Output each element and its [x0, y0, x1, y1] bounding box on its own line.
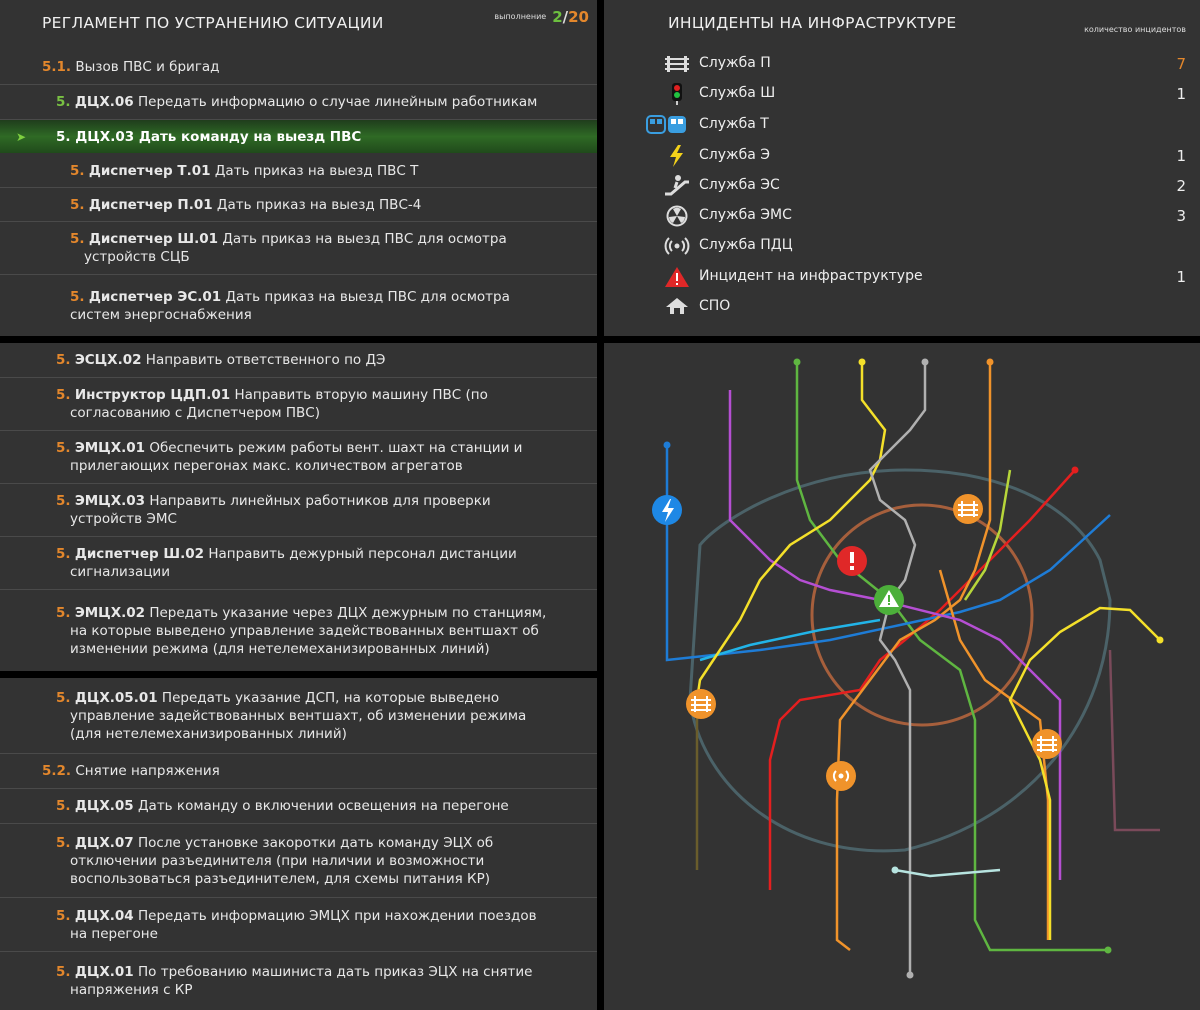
- step-row-active[interactable]: ➤ 5. ДЦХ.03 Дать команду на выезд ПВС: [0, 120, 597, 153]
- step-row[interactable]: 5. ДЦХ.05.01 Передать указание ДСП, на к…: [0, 678, 597, 754]
- line-maroon: [1108, 649, 1160, 832]
- line-yellow-2: [1008, 606, 1161, 940]
- regulation-title: РЕГЛАМЕНТ ПО УСТРАНЕНИЮ СИТУАЦИИ: [42, 14, 384, 32]
- marker-rail-track-3[interactable]: [1032, 729, 1062, 759]
- step-row[interactable]: 5. ЭМЦХ.01 Обеспечить режим работы вент.…: [0, 431, 597, 484]
- mcc-ring: [688, 468, 1112, 853]
- station-dot: [986, 358, 994, 366]
- step-row[interactable]: 5. Диспетчер Ш.02 Направить дежурный пер…: [0, 537, 597, 590]
- regulation-panel-bottom: 5. ДЦХ.05.01 Передать указание ДСП, на к…: [0, 678, 597, 1010]
- service-row-es[interactable]: Служба ЭС 2: [604, 171, 1200, 201]
- fan-icon: [664, 205, 690, 227]
- progress-done: 2: [552, 8, 563, 26]
- warning-icon: [664, 266, 690, 288]
- step-row[interactable]: 5. ЭМЦХ.02 Передать указание через ДЦХ д…: [56, 604, 547, 657]
- regulation-panel-top: РЕГЛАМЕНТ ПО УСТРАНЕНИЮ СИТУАЦИИ выполне…: [0, 0, 597, 336]
- step-row[interactable]: 5.2. Снятие напряжения: [0, 754, 597, 789]
- lightning-icon: [664, 145, 690, 167]
- step-row[interactable]: 5. ДЦХ.06 Передать информацию о случае л…: [0, 85, 597, 120]
- line-yellow: [695, 362, 887, 701]
- line-green: [795, 362, 1108, 952]
- station-dot: [921, 358, 929, 366]
- line-blue: [665, 445, 1111, 662]
- incidents-count-header: количество инцидентов: [1084, 25, 1186, 34]
- step-row[interactable]: 5. Диспетчер ЭС.01 Дать приказ на выезд …: [70, 288, 510, 323]
- step-row[interactable]: 5. ЭСЦХ.02 Направить ответственного по Д…: [0, 343, 597, 378]
- station-dot: [1071, 466, 1079, 474]
- step-row[interactable]: 5. Диспетчер Т.01 Дать приказ на выезд П…: [0, 154, 597, 188]
- step-row[interactable]: 5. ДЦХ.04 Передать информацию ЭМЦХ при н…: [0, 898, 597, 952]
- marker-rail-track[interactable]: [953, 494, 983, 524]
- step-row[interactable]: 5. ДЦХ.05 Дать команду о включении освещ…: [0, 789, 597, 824]
- service-row-pdc[interactable]: Служба ПДЦ: [604, 231, 1200, 261]
- station-dot: [906, 971, 914, 979]
- step-row[interactable]: 5. Диспетчер П.01 Дать приказ на выезд П…: [0, 188, 597, 222]
- progress-label: выполнение: [494, 12, 547, 21]
- incidents-title: ИНЦИДЕНТЫ НА ИНФРАСТРУКТУРЕ: [668, 14, 957, 32]
- metro-map-svg[interactable]: [604, 343, 1200, 1010]
- regulation-panel-middle: 5. ЭСЦХ.02 Направить ответственного по Д…: [0, 343, 597, 671]
- marker-warning-green[interactable]: [874, 585, 904, 615]
- progress-total: 20: [568, 8, 589, 26]
- radio-icon: [664, 235, 690, 257]
- progress-counter: выполнение 2/20: [494, 8, 589, 26]
- station-dot: [891, 866, 899, 874]
- station-dot: [793, 358, 801, 366]
- incidents-panel: ИНЦИДЕНТЫ НА ИНФРАСТРУКТУРЕ количество и…: [604, 0, 1200, 336]
- line-lightblue: [699, 618, 881, 662]
- current-step-arrow-icon: ➤: [16, 129, 27, 144]
- step-row[interactable]: 5. ЭМЦХ.03 Направить линейных работников…: [0, 484, 597, 537]
- service-row-infra-incident[interactable]: Инцидент на инфраструктуре 1: [604, 262, 1200, 292]
- step-row[interactable]: 5. ДЦХ.01 По требованию машиниста дать п…: [56, 964, 533, 998]
- line-orange: [835, 362, 992, 951]
- service-row-t[interactable]: Служба Т: [604, 110, 1200, 140]
- line-butovo: [894, 868, 1001, 878]
- marker-lightning[interactable]: [652, 495, 682, 525]
- train-icon: [646, 114, 690, 136]
- service-row-sh[interactable]: Служба Ш 1: [604, 79, 1200, 109]
- progress-separator: /: [562, 8, 569, 26]
- line-orange-2: [938, 569, 1050, 940]
- line-red: [768, 469, 1076, 890]
- line-lightgreen: [963, 469, 1012, 601]
- escalator-icon: [664, 175, 690, 197]
- circle-line: [810, 503, 1034, 727]
- service-row-p[interactable]: Служба П 7: [604, 49, 1200, 79]
- step-row[interactable]: 5.1. Вызов ПВС и бригад: [0, 50, 597, 85]
- station-dot: [858, 358, 866, 366]
- traffic-light-icon: [664, 83, 690, 105]
- home-icon: [664, 296, 690, 318]
- station-dot: [1156, 636, 1164, 644]
- line-grey: [868, 362, 927, 975]
- step-row[interactable]: 5. Диспетчер Ш.01 Дать приказ на выезд П…: [0, 222, 597, 275]
- step-row[interactable]: 5. Инструктор ЦДП.01 Направить вторую ма…: [0, 378, 597, 431]
- line-violet: [728, 390, 1062, 880]
- metro-map[interactable]: [604, 343, 1200, 1010]
- marker-incident-red[interactable]: [837, 546, 867, 576]
- station-dot: [1104, 946, 1112, 954]
- rail-track-icon: [664, 53, 690, 75]
- service-row-spo[interactable]: СПО: [604, 292, 1200, 322]
- marker-radio[interactable]: [826, 761, 856, 791]
- marker-rail-track-2[interactable]: [686, 689, 716, 719]
- station-dot: [663, 441, 671, 449]
- step-row[interactable]: 5. ДЦХ.07 После установке закоротки дать…: [0, 824, 597, 898]
- service-row-e[interactable]: Служба Э 1: [604, 141, 1200, 171]
- service-row-ems[interactable]: Служба ЭМС 3: [604, 201, 1200, 231]
